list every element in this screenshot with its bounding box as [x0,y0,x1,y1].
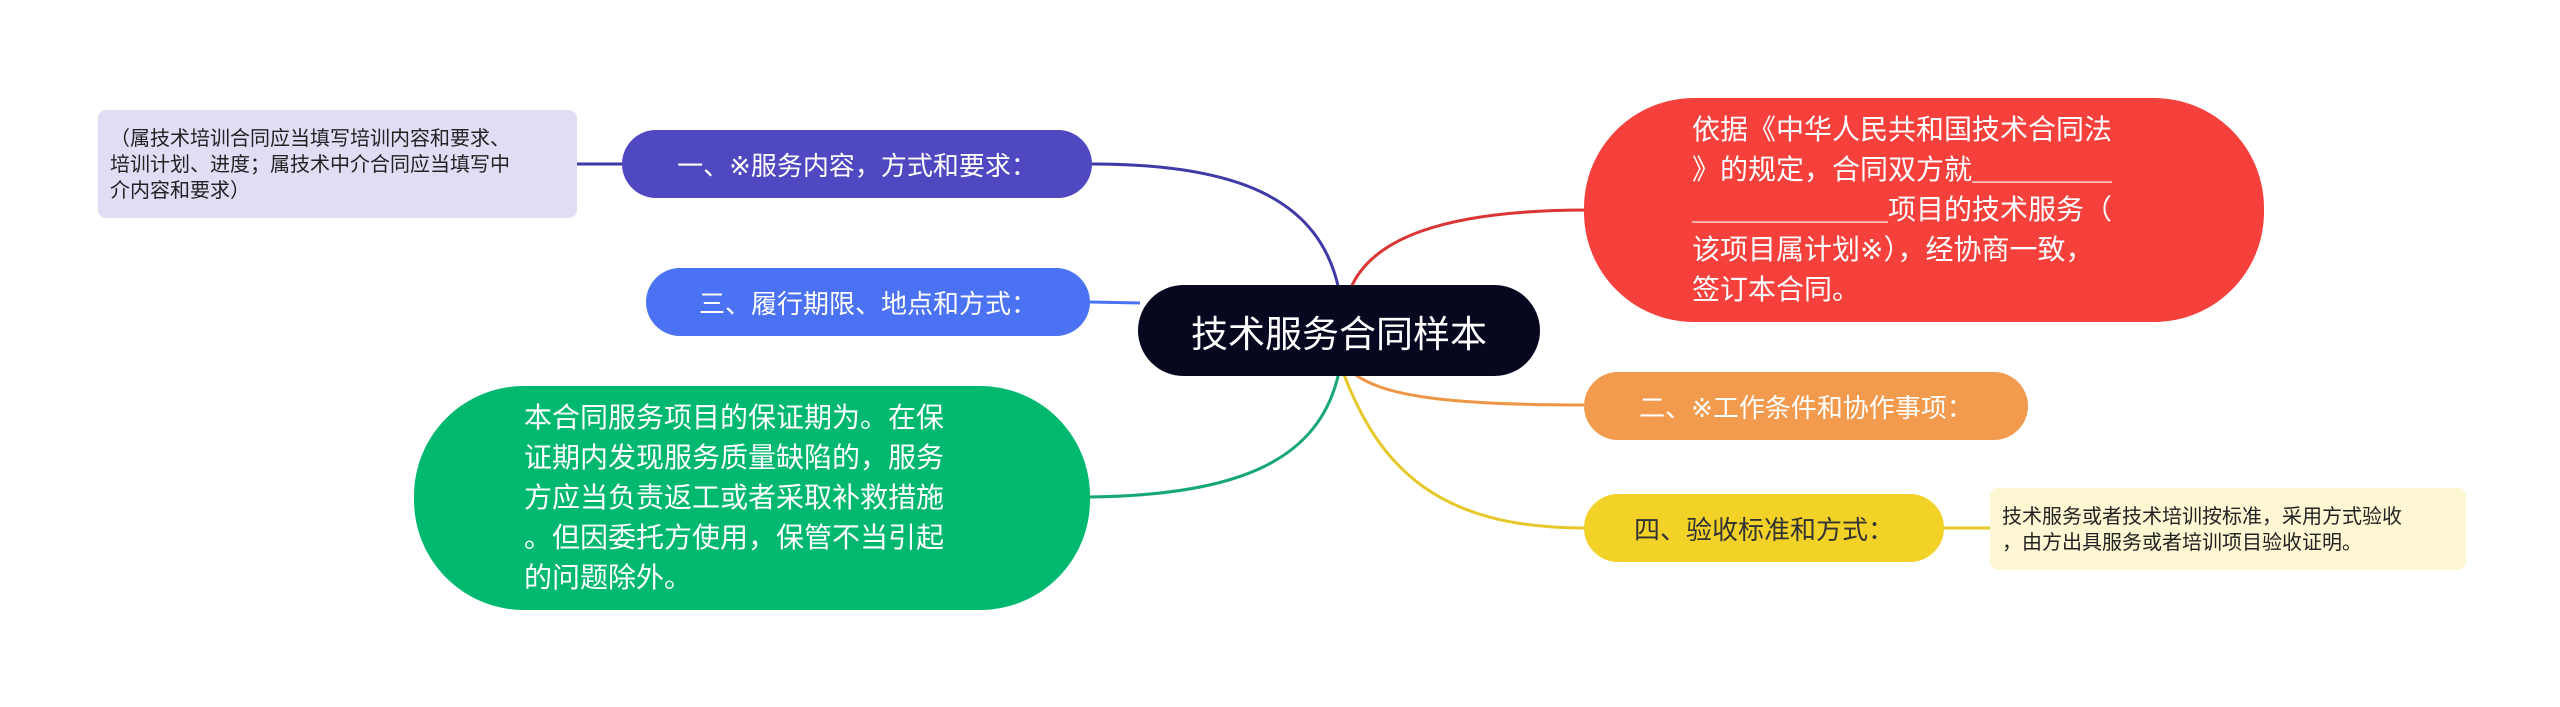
note-acceptance-standard-text: 技术服务或者技术培训按标准，采用方式验收 ，由方出具服务或者培训项目验收证明。 [2002,504,2402,554]
note-service-content-text: （属技术培训合同应当填写培训内容和要求、 培训计划、进度；属技术中介合同应当填写… [110,126,510,202]
connector-b1 [1091,162,1341,291]
branch-working-conditions[interactable]: 二、※工作条件和协作事项： [1584,372,2028,440]
note-acceptance-standard[interactable]: 技术服务或者技术培训按标准，采用方式验收 ，由方出具服务或者培训项目验收证明。 [1990,488,2466,570]
connector-b0 [1348,208,1589,291]
branch-working-conditions-label: 二、※工作条件和协作事项： [1639,393,1973,424]
branch-contract-basis[interactable]: 依据《中华人民共和国技术合同法 》的规定，合同双方就＿＿＿＿＿ ＿＿＿＿＿＿＿项… [1584,98,2264,322]
connector-b3 [1089,300,1141,305]
central-topic-label: 技术服务合同样本 [1191,312,1487,356]
branch-acceptance-standard-label: 四、验收标准和方式： [1633,515,1894,546]
branch-service-content[interactable]: 一、※服务内容，方式和要求： [622,130,1092,198]
connector-b4 [1341,371,1585,530]
branch-contract-basis-label: 依据《中华人民共和国技术合同法 》的规定，合同双方就＿＿＿＿＿ ＿＿＿＿＿＿＿项… [1692,113,2113,306]
branch-service-content-label: 一、※服务内容，方式和要求： [677,151,1037,182]
branch-performance-term[interactable]: 三、履行期限、地点和方式： [646,268,1090,336]
connector-b2 [1351,370,1585,407]
branch-acceptance-standard[interactable]: 四、验收标准和方式： [1584,494,1944,562]
note-service-content[interactable]: （属技术培训合同应当填写培训内容和要求、 培训计划、进度；属技术中介合同应当填写… [98,110,577,218]
branch-warranty-period[interactable]: 本合同服务项目的保证期为。在保 证期内发现服务质量缺陷的，服务 方应当负责返工或… [414,386,1090,610]
branch-warranty-period-label: 本合同服务项目的保证期为。在保 证期内发现服务质量缺陷的，服务 方应当负责返工或… [524,401,945,594]
central-topic[interactable]: 技术服务合同样本 [1138,285,1540,376]
connector-b5 [1089,371,1341,499]
branch-performance-term-label: 三、履行期限、地点和方式： [698,289,1037,320]
